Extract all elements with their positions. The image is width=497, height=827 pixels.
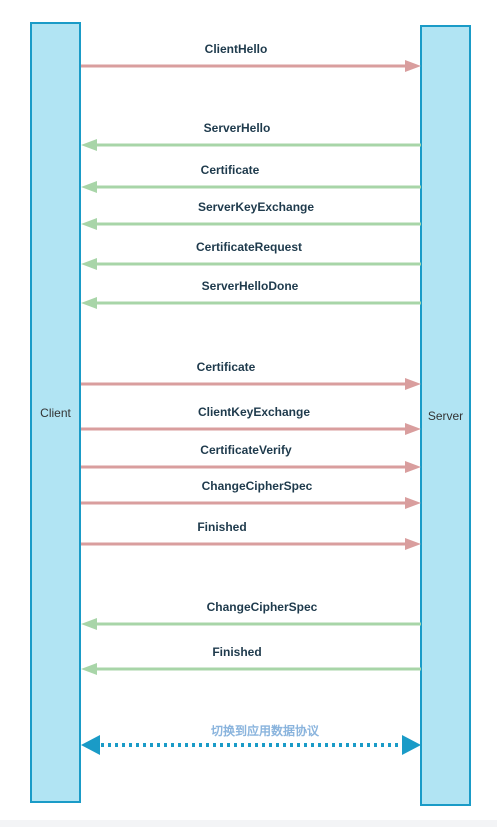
- arrowhead: [405, 497, 421, 509]
- arrowhead: [81, 218, 97, 230]
- arrowhead: [81, 663, 97, 675]
- message-11: Finished: [81, 520, 421, 550]
- message-5: CertificateRequest: [81, 240, 421, 270]
- message-label: ServerKeyExchange: [198, 200, 314, 214]
- arrowhead: [81, 618, 97, 630]
- application-data-arrow: 切换到应用数据协议: [81, 723, 421, 755]
- message-label: ChangeCipherSpec: [202, 479, 313, 493]
- arrowhead: [405, 461, 421, 473]
- bottom-divider: [0, 820, 497, 827]
- message-13: Finished: [81, 645, 421, 675]
- message-label: Finished: [212, 645, 261, 659]
- arrowhead: [81, 181, 97, 193]
- application-data-label: 切换到应用数据协议: [211, 723, 320, 738]
- server-lifeline: Server: [420, 25, 471, 806]
- message-9: CertificateVerify: [81, 443, 421, 473]
- message-1: ClientHello: [81, 42, 421, 72]
- message-label: ServerHello: [204, 121, 271, 135]
- message-label: ChangeCipherSpec: [207, 600, 318, 614]
- client-label: Client: [40, 405, 71, 420]
- message-7: Certificate: [81, 360, 421, 390]
- arrowhead: [405, 60, 421, 72]
- message-8: ClientKeyExchange: [81, 405, 421, 435]
- arrowhead-left: [81, 735, 100, 755]
- message-label: CertificateRequest: [196, 240, 302, 254]
- arrowhead: [81, 258, 97, 270]
- message-4: ServerKeyExchange: [81, 200, 421, 230]
- message-label: ClientKeyExchange: [198, 405, 310, 419]
- arrowhead: [81, 297, 97, 309]
- message-label: CertificateVerify: [200, 443, 292, 457]
- arrowhead: [405, 538, 421, 550]
- message-label: Certificate: [197, 360, 256, 374]
- message-label: Finished: [197, 520, 246, 534]
- message-10: ChangeCipherSpec: [81, 479, 421, 509]
- message-3: Certificate: [81, 163, 421, 193]
- server-label: Server: [427, 408, 464, 423]
- client-lifeline: Client: [30, 22, 81, 803]
- arrowhead-right: [402, 735, 421, 755]
- arrowhead: [81, 139, 97, 151]
- message-label: Certificate: [201, 163, 260, 177]
- arrowhead: [405, 378, 421, 390]
- message-label: ServerHelloDone: [202, 279, 299, 293]
- message-6: ServerHelloDone: [81, 279, 421, 309]
- message-12: ChangeCipherSpec: [81, 600, 421, 630]
- arrowhead: [405, 423, 421, 435]
- message-2: ServerHello: [81, 121, 421, 151]
- message-label: ClientHello: [205, 42, 268, 56]
